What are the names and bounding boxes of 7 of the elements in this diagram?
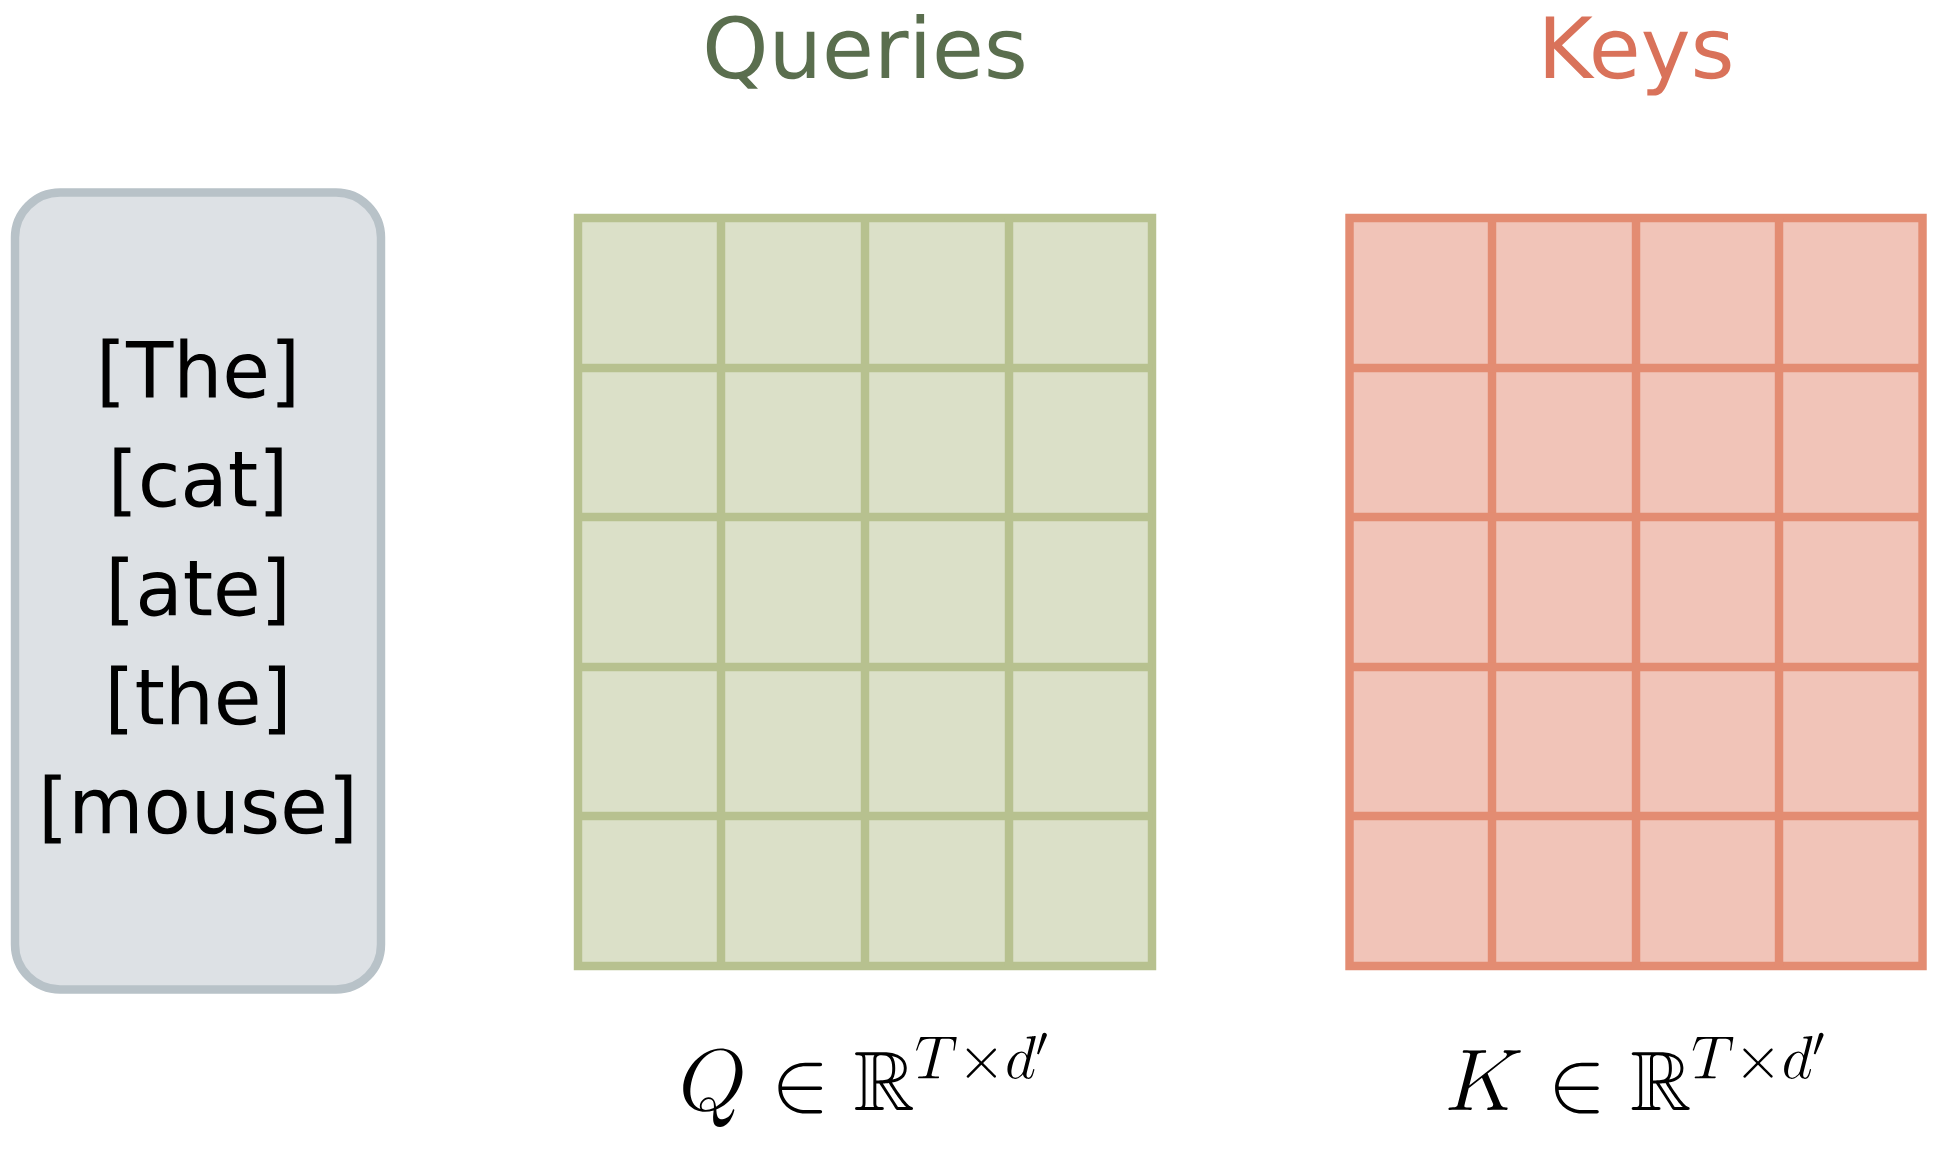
matrix-title: Queries bbox=[706, 13, 1024, 89]
matrix-formula: $K \in \mathbb{R}^{T\times d'}$ bbox=[1448, 1032, 1824, 1114]
matrix-formula: $Q \in \mathbb{R}^{T\times d'}$ bbox=[683, 1032, 1047, 1127]
token-box: [The] [cat] [ate] [the] [mouse] bbox=[10, 188, 386, 994]
matrix-grid bbox=[573, 213, 1157, 971]
matrix-title: Keys bbox=[1545, 16, 1731, 96]
matrix-grid bbox=[1345, 213, 1927, 971]
